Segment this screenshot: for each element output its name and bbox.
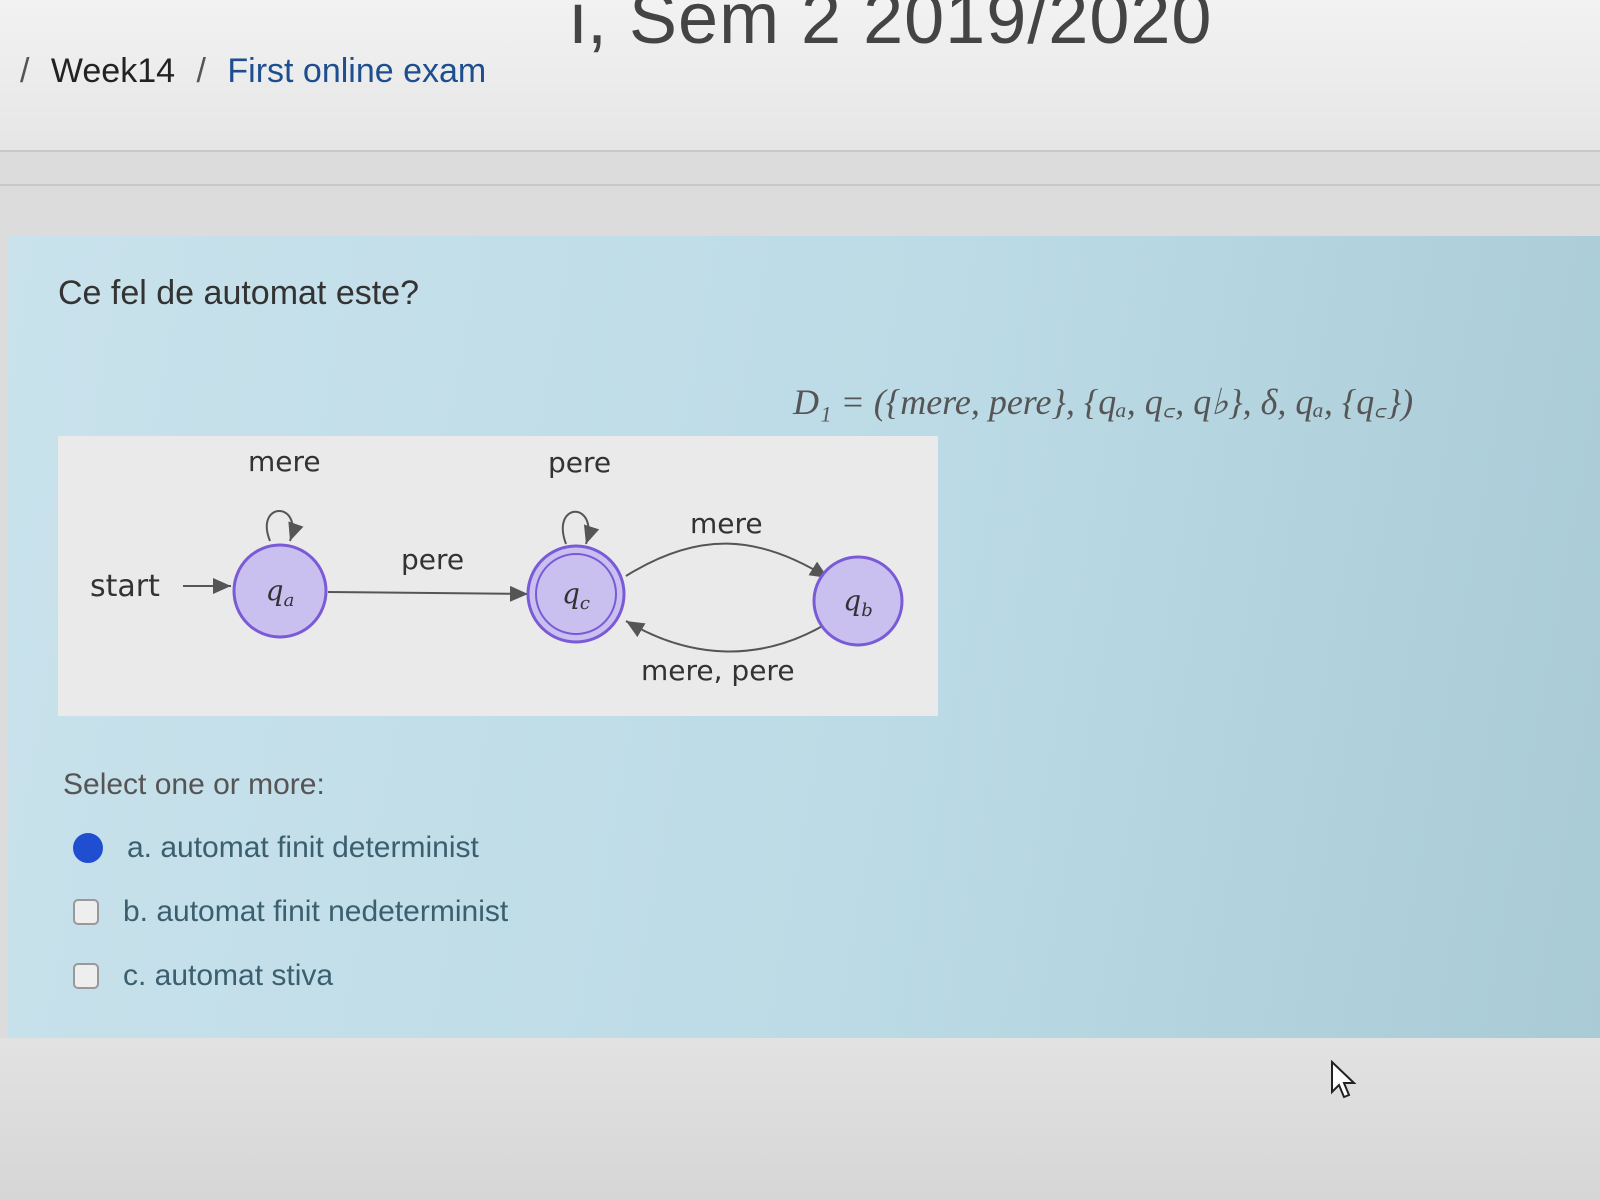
divider xyxy=(0,150,1600,152)
state-qc xyxy=(526,544,626,644)
divider xyxy=(0,184,1600,186)
option-c[interactable]: c. automat stiva xyxy=(73,944,508,1008)
option-a[interactable]: a. automat finit determinist xyxy=(73,816,508,880)
question-text: Ce fel de automat este? xyxy=(58,274,420,312)
option-a-checkbox[interactable] xyxy=(73,833,103,863)
page-header: i, Sem 2 2019/2020 / Week14 / First onli… xyxy=(0,0,1600,150)
state-qa xyxy=(232,543,328,639)
loop-qc xyxy=(561,510,600,545)
course-title: i, Sem 2 2019/2020 xyxy=(570,0,1213,59)
breadcrumb-separator: / xyxy=(196,52,206,90)
answer-options: a. automat finit determinist b. automat … xyxy=(73,816,508,1008)
breadcrumb-item-exam[interactable]: First online exam xyxy=(227,52,487,90)
breadcrumb-separator: / xyxy=(20,52,30,90)
label-qb-qc: mere, pere xyxy=(641,654,795,687)
breadcrumb: / Week14 / First online exam xyxy=(8,52,486,91)
option-c-checkbox[interactable] xyxy=(73,963,99,989)
edge-qa-qc xyxy=(327,585,529,602)
mouse-cursor-icon xyxy=(1331,1060,1357,1099)
option-b-label[interactable]: b. automat finit nedeterminist xyxy=(123,895,509,928)
page-footer-area xyxy=(0,1038,1600,1200)
loop-qa xyxy=(265,510,304,542)
label-qc-qb: mere xyxy=(690,507,763,540)
option-a-label[interactable]: a. automat finit determinist xyxy=(127,831,479,864)
state-qc-accepting-ring xyxy=(535,553,617,635)
edge-qc-qb xyxy=(625,542,829,579)
label-qa-qc: pere xyxy=(401,543,464,576)
automaton-diagram-svg: start mere pere pere mere mere, pere qa xyxy=(90,445,904,687)
start-label: start xyxy=(90,569,160,604)
option-b[interactable]: b. automat finit nedeterminist xyxy=(73,880,508,944)
label-qa-loop: mere xyxy=(248,445,321,478)
breadcrumb-item-week[interactable]: Week14 xyxy=(50,52,176,90)
state-qb xyxy=(812,555,904,647)
question-box: Ce fel de automat este? D₁ = ({mere, per… xyxy=(8,236,1600,1038)
select-prompt: Select one or more: xyxy=(63,768,325,801)
edge-qb-qc xyxy=(625,620,827,653)
option-b-checkbox[interactable] xyxy=(73,899,99,925)
label-qc-loop: pere xyxy=(548,446,611,479)
automaton-diagram: start mere pere pere mere mere, pere qa xyxy=(58,436,938,716)
automaton-formula: D₁ = ({mere, pere}, {qₐ, q꜀, q♭}, δ, qₐ,… xyxy=(793,382,1414,422)
option-c-label[interactable]: c. automat stiva xyxy=(123,959,334,992)
